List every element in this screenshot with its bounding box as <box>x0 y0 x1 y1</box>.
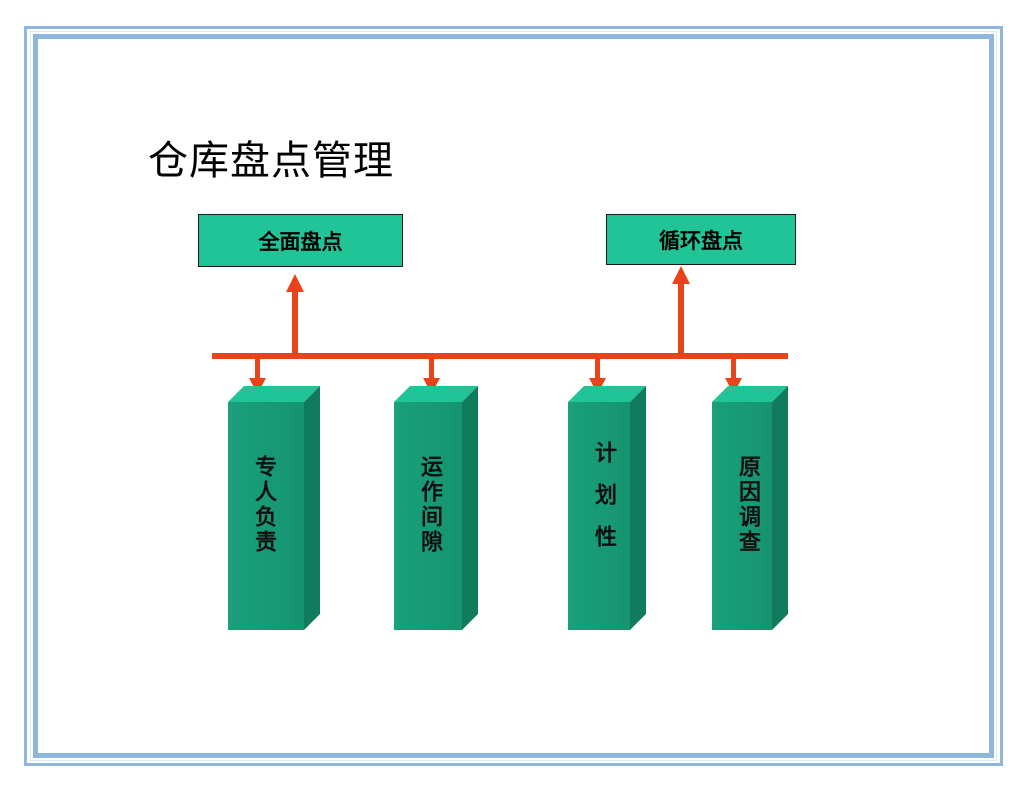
column-label-3: 计划性 <box>591 441 616 567</box>
column-block-3 <box>568 386 646 630</box>
arrow-up-full <box>286 274 304 354</box>
column-label-1: 专人负责 <box>251 455 276 555</box>
box-cycle-inventory: 循环盘点 <box>606 214 796 265</box>
bus-line <box>212 353 788 359</box>
arrow-up-cycle <box>672 266 690 354</box>
box-full-inventory: 全面盘点 <box>198 214 403 267</box>
box-cycle-inventory-label: 循环盘点 <box>659 228 743 253</box>
column-label-2: 运作间隙 <box>417 455 442 555</box>
column-block-2 <box>394 386 478 630</box>
column-label-4: 原因调查 <box>735 455 760 555</box>
slide-frame-outer <box>24 26 1003 766</box>
slide-title: 仓库盘点管理 <box>148 138 394 184</box>
box-full-inventory-label: 全面盘点 <box>258 229 343 254</box>
column-block-4 <box>712 386 788 630</box>
slide-frame-inner <box>33 34 994 758</box>
slide-frame-line <box>30 31 997 761</box>
column-block-1 <box>228 386 320 630</box>
